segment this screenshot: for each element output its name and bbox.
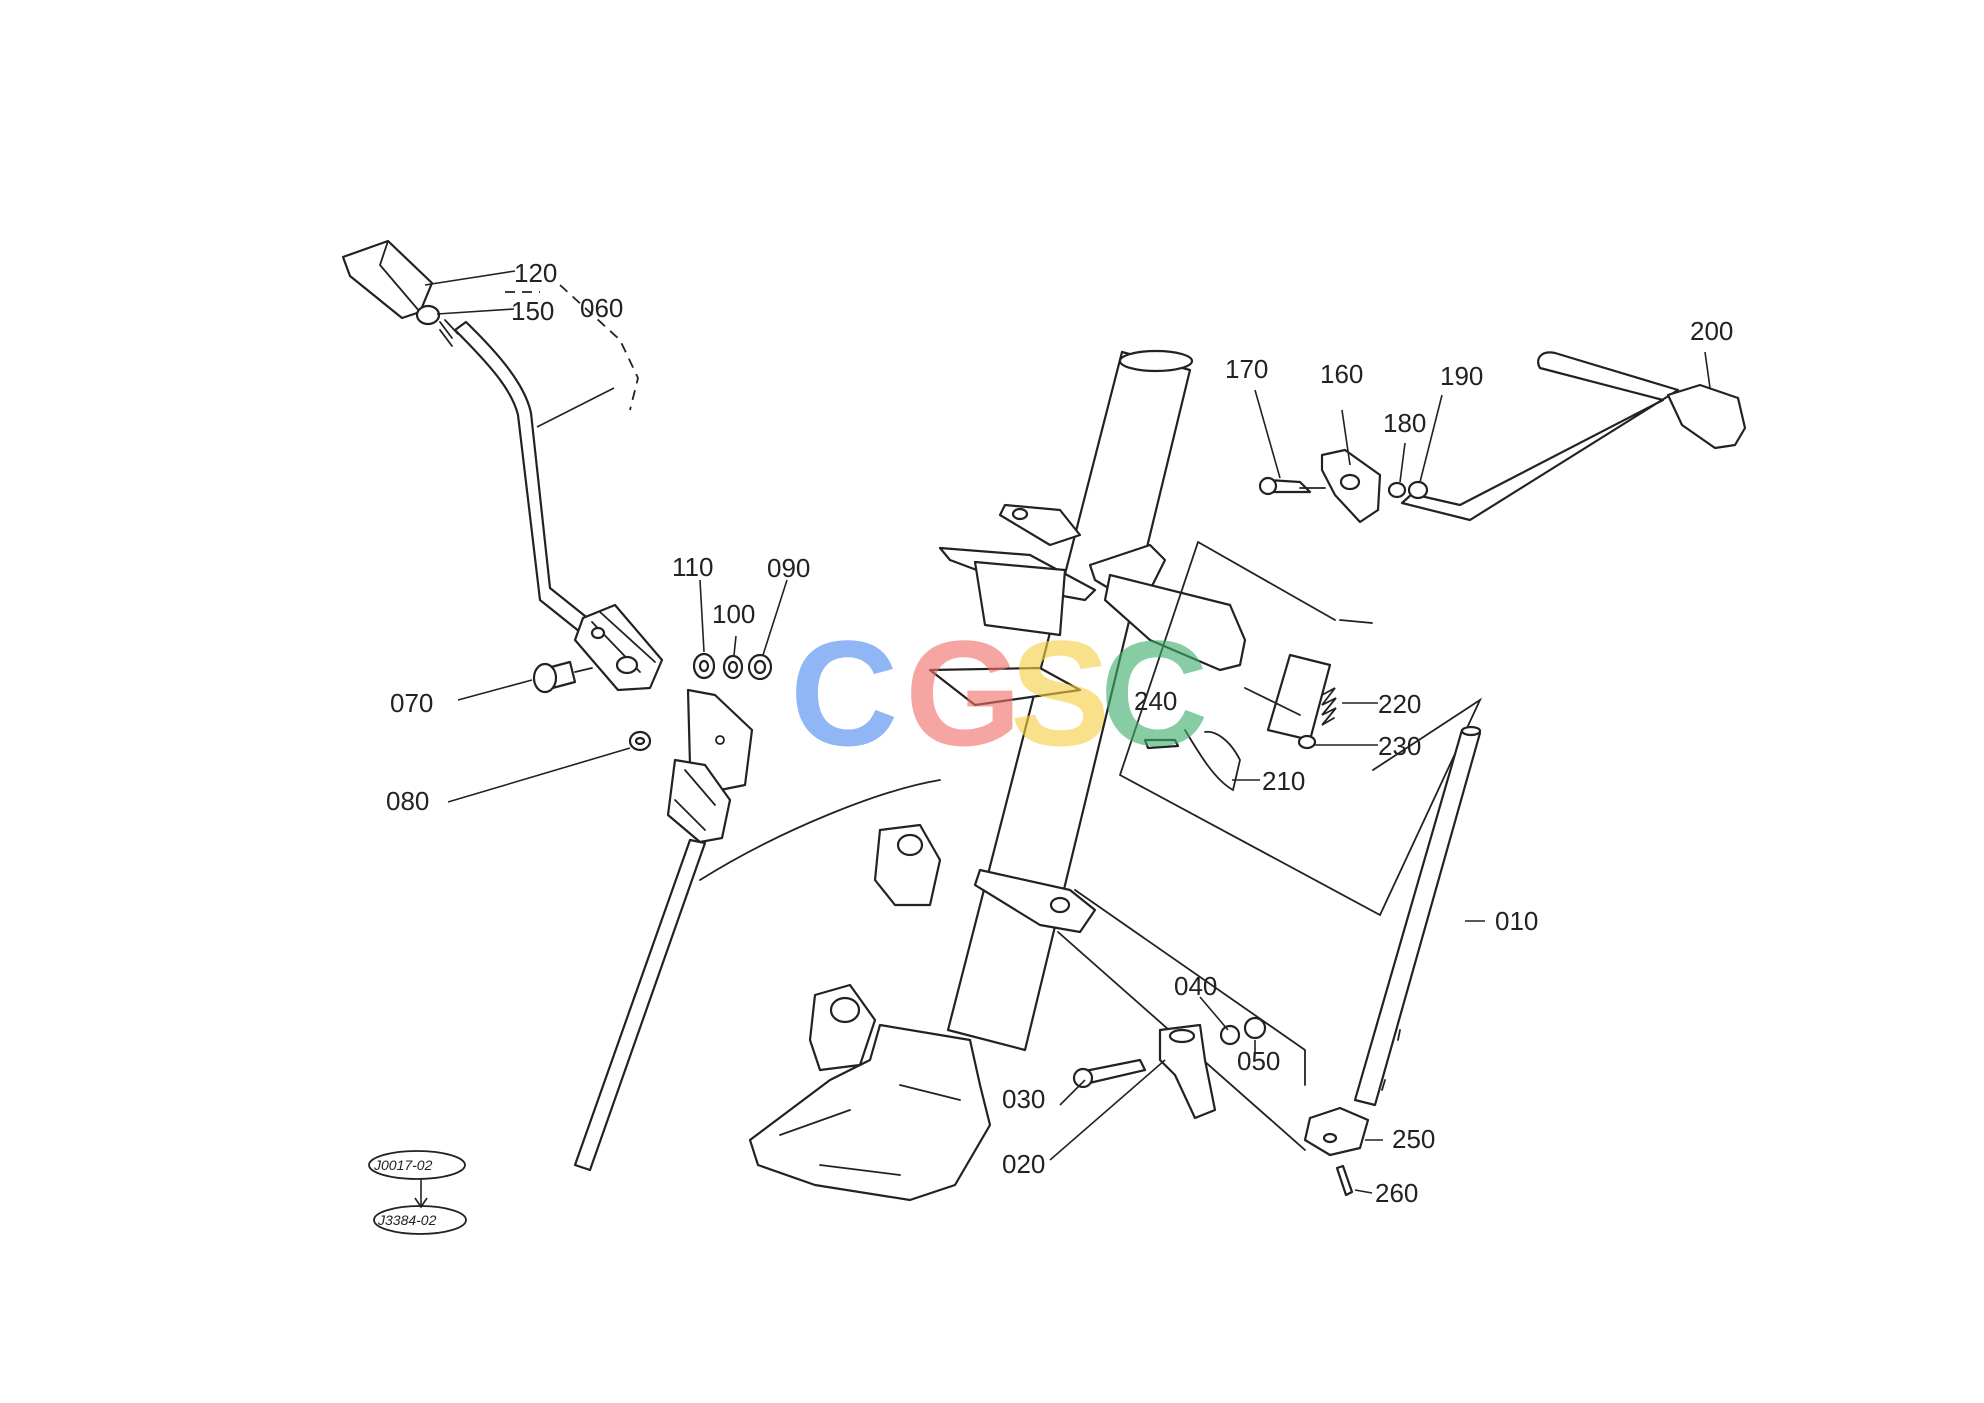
label-220: 220 (1378, 689, 1421, 719)
watermark-letter-3: S (1010, 609, 1110, 777)
label-160: 160 (1320, 359, 1363, 389)
linkage-outline-upper (1118, 541, 1483, 917)
nut-050 (1243, 1016, 1267, 1040)
knob-nut-150 (415, 304, 441, 326)
washer-040 (1219, 1024, 1241, 1046)
washer-set (692, 652, 773, 681)
label-150: 150 (511, 296, 554, 326)
label-250: 250 (1392, 1124, 1435, 1154)
lever-knob-120 (341, 239, 434, 320)
label-110: 110 (672, 552, 713, 582)
label-260: 260 (1375, 1178, 1418, 1208)
reference-codes: J0017-02 J3384-02 (368, 1150, 467, 1235)
watermark-letter-4: C (1100, 609, 1208, 777)
watermark-letter-2: G (905, 609, 1022, 777)
collar-250 (1303, 1106, 1370, 1157)
watermark-letter-1: C (790, 609, 898, 777)
label-090: 090 (767, 553, 810, 583)
label-020: 020 (1002, 1149, 1045, 1179)
crank-knob-200 (1666, 383, 1747, 450)
label-010: 010 (1495, 906, 1538, 936)
pin-240 (1143, 738, 1180, 750)
leader-lines (424, 270, 1711, 1194)
label-100: 100 (712, 599, 755, 629)
right-crank-assembly (1258, 351, 1747, 524)
spring-220 (1321, 687, 1337, 726)
crank-rod (1400, 351, 1680, 522)
washer-230 (1297, 734, 1317, 750)
lower-rod (573, 838, 707, 1172)
label-040: 040 (1174, 971, 1217, 1001)
pin-070 (532, 660, 593, 694)
shift-lever-assembly (341, 239, 664, 692)
ref-code-top: J0017-02 (373, 1157, 433, 1173)
ref-code-bottom: J3384-02 (377, 1212, 437, 1228)
label-180: 180 (1383, 408, 1426, 438)
label-200: 200 (1690, 316, 1733, 346)
label-170: 170 (1225, 354, 1268, 384)
clip-210 (1184, 729, 1241, 792)
lever-rod (453, 320, 602, 642)
washer-080-hole (634, 736, 646, 746)
label-210: 210 (1262, 766, 1305, 796)
lever-bracket (666, 688, 754, 844)
label-070: 070 (390, 688, 433, 718)
pin-260 (1335, 1164, 1354, 1197)
shaft-010 (1353, 728, 1482, 1107)
column-boot (748, 1023, 992, 1202)
linkage-outline-lower (1057, 889, 1306, 1151)
washer-190 (1407, 480, 1429, 500)
washer-180 (1387, 481, 1407, 499)
lever-plate (573, 603, 664, 692)
watermark: C G S C (790, 609, 1208, 777)
label-030: 030 (1002, 1084, 1045, 1114)
label-230: 230 (1378, 731, 1421, 761)
label-050: 050 (1237, 1046, 1280, 1076)
label-060: 060 (580, 293, 623, 323)
part-labels: 010 020 030 040 050 060 070 080 090 100 … (386, 258, 1733, 1208)
label-190: 190 (1440, 361, 1483, 391)
label-120: 120 (514, 258, 557, 288)
column-brackets (873, 503, 1247, 934)
label-240: 240 (1134, 686, 1177, 716)
spring-bracket (1266, 653, 1332, 742)
label-080: 080 (386, 786, 429, 816)
